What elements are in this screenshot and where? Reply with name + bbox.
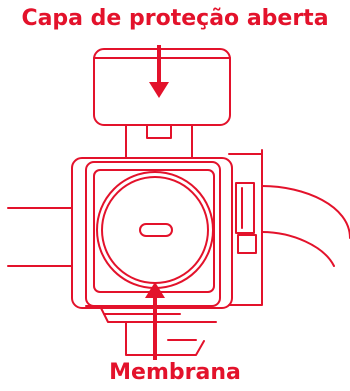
lower-mount [85,305,217,356]
cover-arrow [149,45,169,98]
membrane [96,171,214,289]
membrane-label: Membrana [109,360,241,385]
protective-cover [93,48,231,159]
protective-cover-label: Capa de proteção aberta [21,6,329,31]
right-strap [228,149,350,306]
left-strap [7,207,73,267]
membrane-arrow [145,282,165,360]
